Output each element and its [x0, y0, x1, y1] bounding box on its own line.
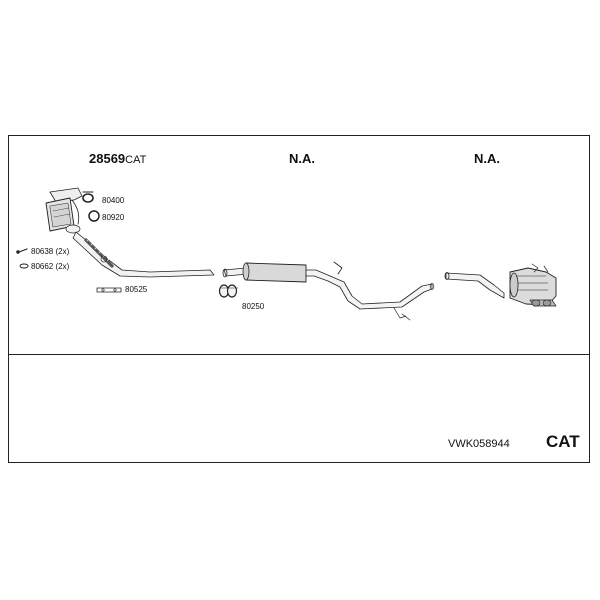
part-label-80638: 80638 (2x): [31, 247, 70, 256]
gasket-80920-illustration: [88, 210, 100, 222]
diagram-divider: [8, 354, 590, 355]
rear-silencer-illustration: [444, 263, 557, 307]
kit-code: VWK058944: [448, 438, 510, 450]
catalytic-converter-illustration: [45, 187, 83, 234]
nut-80662-illustration: [19, 263, 29, 269]
clamp-80250-illustration: [218, 284, 239, 298]
diagram-frame: [8, 135, 590, 463]
part-label-80662: 80662 (2x): [31, 262, 70, 271]
part-label-80920: 80920: [102, 213, 125, 222]
gasket-80525-illustration: [96, 287, 122, 293]
column-header-1: 28569CAT: [89, 151, 146, 166]
column-header-2: N.A.: [289, 151, 315, 166]
part-label-80400: 80400: [102, 196, 125, 205]
kit-type: CAT: [546, 432, 580, 451]
column-header-3: N.A.: [474, 151, 500, 166]
clamp-80400-illustration: [82, 191, 94, 203]
column-header-1-number: 28569: [89, 151, 126, 166]
part-label-80525: 80525: [125, 285, 148, 294]
part-label-80250: 80250: [242, 302, 265, 311]
middle-silencer-illustration: [222, 261, 435, 321]
front-pipe-illustration: [72, 231, 215, 278]
bolt-80638-illustration: [16, 248, 28, 254]
column-header-1-suffix: CAT: [125, 154, 147, 166]
